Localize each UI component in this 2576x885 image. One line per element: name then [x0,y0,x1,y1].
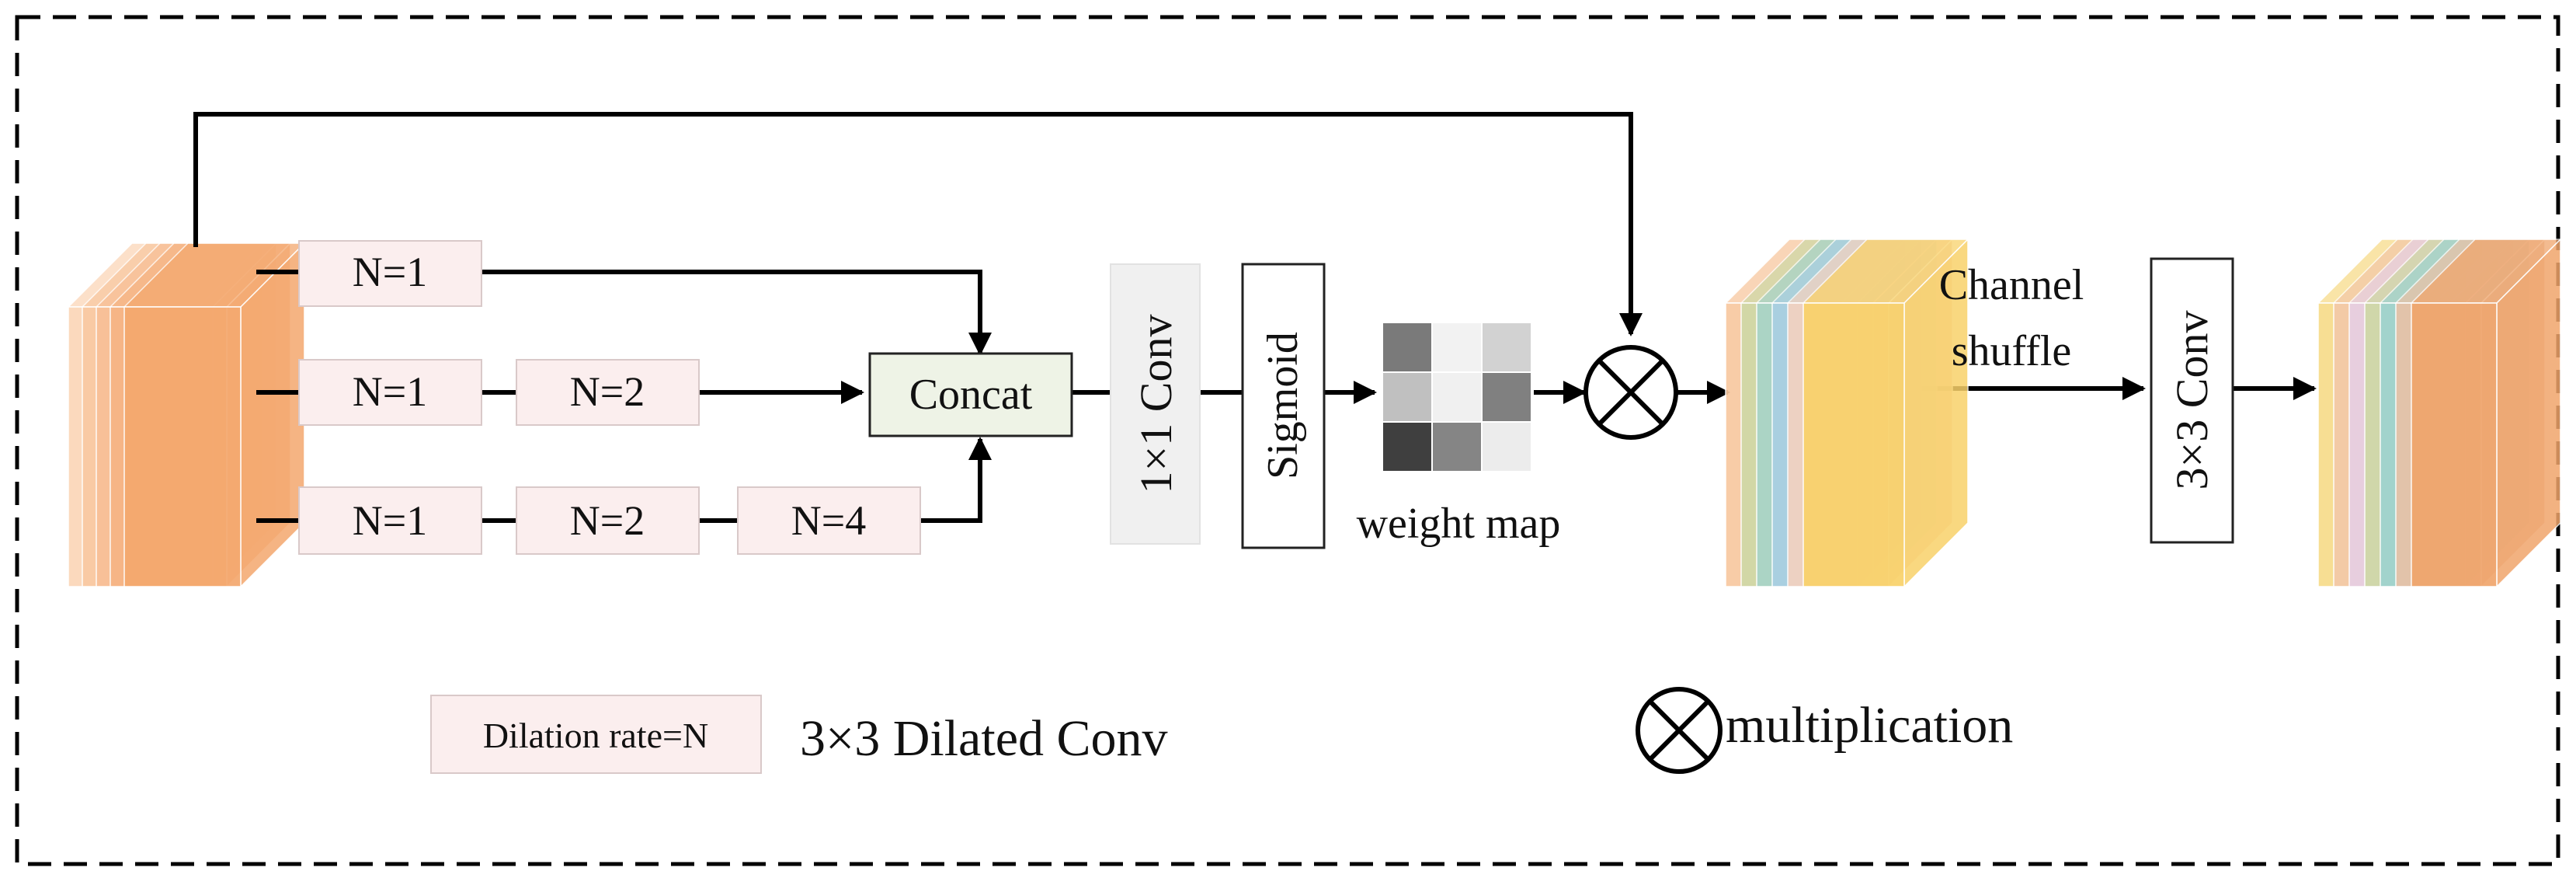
legend-dilated-conv-text: 3×3 Dilated Conv [800,710,1168,767]
dilated-block-label: N=1 [353,368,427,415]
output-feature-stack [2317,238,2562,588]
weight-map-cell [1481,322,1532,373]
weight-map-cell [1382,421,1433,472]
legend: Dilation rate=N 3×3 Dilated Conv multipl… [430,687,2013,774]
dilated-block-b3-n4: N=4 [737,486,921,555]
dilated-conv-blocks: N=1 N=1 N=2 N=1 N=2 N=4 [298,240,921,555]
input-stack-layer [123,242,306,588]
weight-map-cell [1481,371,1532,423]
weight-map-cell [1382,371,1433,423]
dilated-block-b2-n1: N=1 [298,359,482,426]
channel-shuffle-label-line1: Channel [1939,261,2084,309]
outer-dashed-frame [15,15,2560,866]
conv3x3-label: 3×3 Conv [2167,311,2217,490]
conv1x1-label: 1×1 Conv [1131,315,1181,494]
legend-multiplication: multiplication [1636,687,2013,774]
weight-map-grid [1382,322,1532,472]
dilated-block-label: N=2 [570,368,645,415]
conv3x3-block: 3×3 Conv [2150,257,2234,544]
dilated-block-b3-n2: N=2 [516,486,700,555]
channel-shuffle-label-line2: shuffle [1952,327,2072,375]
weight-map-cell [1481,421,1532,472]
dilated-block-label: N=1 [353,497,427,544]
dilated-block-b2-n2: N=2 [516,359,700,426]
conv1x1-block: 1×1 Conv [1110,263,1201,545]
dilated-block-label: N=1 [353,249,427,295]
sigmoid-block: Sigmoid [1241,263,1326,549]
output-stack-layer [2410,238,2562,588]
legend-multiply-icon [1636,687,1723,774]
legend-multiplication-text: multiplication [1726,697,2013,754]
weight-map-cell [1431,421,1483,472]
dilated-block-label: N=4 [791,497,866,544]
weight-map-cell [1382,322,1433,373]
concat-label: Concat [909,371,1033,419]
mid-stack-layer [1802,238,1969,588]
dilated-block-b1-n1: N=1 [298,240,482,307]
legend-dilation-box-label: Dilation rate=N [483,716,708,755]
input-feature-stack [67,242,306,588]
multiplication-operator [1583,345,1678,440]
dilated-block-b3-n1: N=1 [298,486,482,555]
weight-map-label: weight map [1357,500,1561,548]
sigmoid-label: Sigmoid [1259,332,1307,479]
attention-output-stack [1724,238,1969,588]
branch1-to-concat-arrow [481,270,992,356]
dilated-block-label: N=2 [570,497,645,544]
weight-map-cell [1431,322,1483,373]
skip-connection-arrow [193,112,1643,336]
weight-map-cell [1431,371,1483,423]
legend-dilated-conv: Dilation rate=N 3×3 Dilated Conv [430,695,1168,774]
branch3-to-concat-arrow [920,437,992,523]
concat-block: Concat [868,352,1073,437]
